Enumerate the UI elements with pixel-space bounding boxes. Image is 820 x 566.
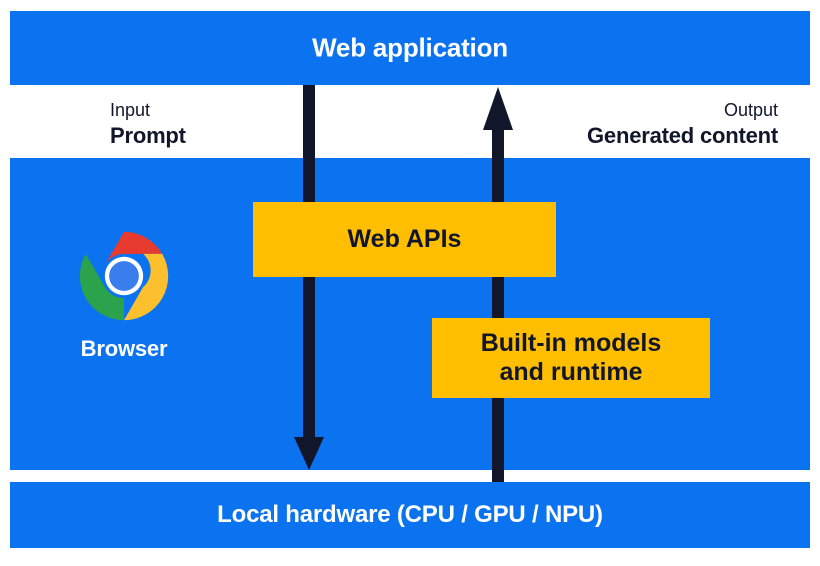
box-builtin-models-and-runtime[interactable]: Built-in models and runtime: [432, 318, 710, 398]
box-web-apis-label: Web APIs: [347, 224, 462, 253]
band-local-hardware: Local hardware (CPU / GPU / NPU): [10, 482, 810, 548]
band-web-application-title: Web application: [312, 32, 508, 63]
box-web-apis[interactable]: Web APIs: [253, 202, 556, 277]
box-builtin-models-and-runtime-label: Built-in models and runtime: [480, 328, 662, 387]
label-output: Output Generated content: [587, 99, 778, 149]
browser-badge: Browser: [56, 228, 192, 362]
label-output-value: Generated content: [587, 122, 778, 148]
band-web-application: Web application: [10, 11, 810, 85]
label-input-kicker: Input: [110, 100, 151, 120]
label-input: Input Prompt: [110, 99, 186, 149]
label-output-kicker: Output: [723, 100, 778, 120]
band-local-hardware-title: Local hardware (CPU / GPU / NPU): [217, 501, 603, 528]
browser-label: Browser: [80, 336, 168, 361]
label-input-value: Prompt: [110, 122, 186, 148]
chrome-logo-icon: [79, 231, 169, 321]
